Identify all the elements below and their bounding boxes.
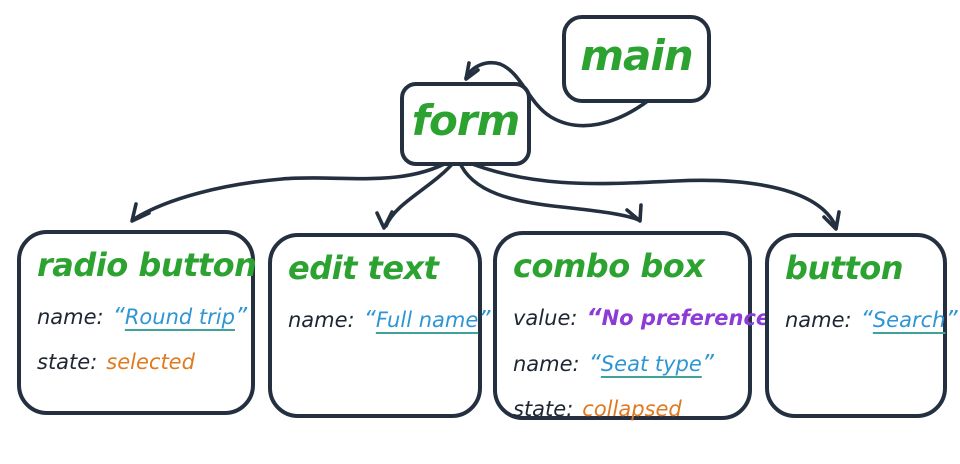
node-button: button name: “Search”	[765, 233, 958, 418]
property-key: name:	[785, 307, 852, 332]
property-value-name: “Search”	[860, 304, 958, 333]
property-row-value: value: “No preference”	[513, 301, 785, 334]
property-key: state:	[37, 349, 98, 374]
open-quote: “	[588, 348, 601, 377]
close-quote: ”	[945, 304, 958, 333]
open-quote: “	[363, 304, 376, 333]
edge-form-radio-button	[132, 159, 452, 221]
node-title: edit text	[288, 249, 439, 287]
edge-form-button-arrowhead	[822, 210, 841, 231]
node-title: radio button	[37, 246, 257, 284]
property-key: name:	[288, 307, 355, 332]
close-quote: ”	[701, 348, 714, 377]
edge-form-edit-text-arrowhead	[375, 210, 394, 230]
property-row-name: name: “Round trip”	[37, 300, 247, 333]
property-value-name: “Seat type”	[588, 348, 714, 377]
property-row-name: name: “Seat type”	[513, 347, 732, 380]
edge-form-radio-button-arrowhead	[130, 202, 151, 223]
property-value-value: “No preference”	[586, 302, 785, 331]
node-combo-box: combo box value: “No preference” name: “Se…	[493, 231, 785, 421]
edge-form-combo-box	[457, 159, 641, 222]
edge-main-form	[464, 61, 655, 128]
property-value-state: selected	[106, 349, 195, 374]
property-row-name: name: “Search”	[785, 303, 958, 336]
property-row-state: state: collapsed	[513, 393, 732, 425]
node-title: button	[785, 249, 904, 287]
edge-form-edit-text	[384, 159, 457, 228]
close-quote: ”	[234, 301, 248, 330]
edge-form-button	[460, 158, 838, 229]
edge-main-form-arrowhead	[464, 61, 480, 81]
node-form: form	[400, 82, 531, 166]
close-quote: ”	[478, 304, 491, 333]
property-value-name: “Round trip”	[112, 301, 248, 330]
open-quote: “	[860, 304, 873, 333]
property-key: name:	[37, 304, 104, 329]
property-row-state: state: selected	[37, 346, 235, 378]
property-value-name: “Full name”	[363, 304, 491, 333]
property-row-name: name: “Full name”	[288, 303, 490, 336]
node-title: combo box	[513, 247, 705, 285]
node-main-label: main	[580, 31, 693, 80]
property-value-state: collapsed	[582, 396, 682, 421]
open-quote: “	[586, 302, 602, 331]
edge-form-combo-box-arrowhead	[625, 203, 643, 223]
open-quote: “	[112, 301, 125, 330]
node-edit-text: edit text name: “Full name”	[268, 233, 490, 418]
property-key: state:	[513, 396, 574, 421]
property-key: name:	[513, 351, 580, 376]
node-radio-button: radio button name: “Round trip” state: sel…	[17, 230, 257, 415]
node-main: main	[562, 15, 711, 103]
property-key: value:	[513, 305, 578, 330]
node-form-label: form	[411, 96, 521, 145]
